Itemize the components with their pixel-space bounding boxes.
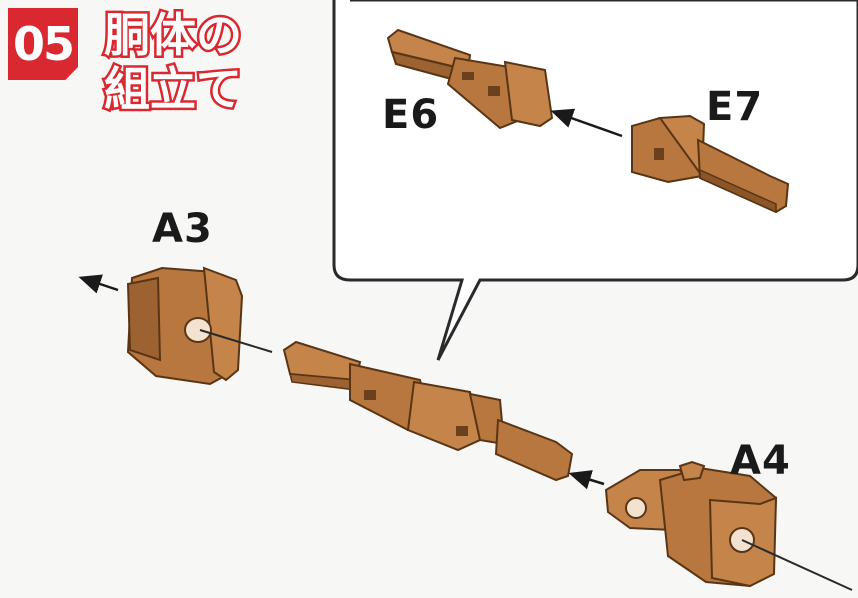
guide-line-a3 <box>199 329 273 353</box>
part-main-shaft <box>282 340 574 482</box>
guide-line-a4 <box>741 539 853 591</box>
part-e7 <box>631 114 790 214</box>
part-label-a4: A4 <box>730 438 791 484</box>
part-label-a3: A3 <box>152 206 213 252</box>
arrow-a3-direction <box>78 274 119 294</box>
part-e6 <box>386 28 554 130</box>
part-label-e7: E7 <box>706 84 764 130</box>
step-title: 胴体の 組立て <box>102 6 274 119</box>
part-a3 <box>126 266 244 386</box>
arrow-a4-to-shaft <box>568 470 605 490</box>
step-number-badge: 05 <box>8 8 78 80</box>
part-a4 <box>604 460 778 588</box>
step-title-line1: 胴体の <box>102 6 245 65</box>
arrow-e7-to-e6 <box>550 108 623 138</box>
step-title-line2: 組立て <box>102 60 245 119</box>
part-label-e6: E6 <box>382 92 440 138</box>
